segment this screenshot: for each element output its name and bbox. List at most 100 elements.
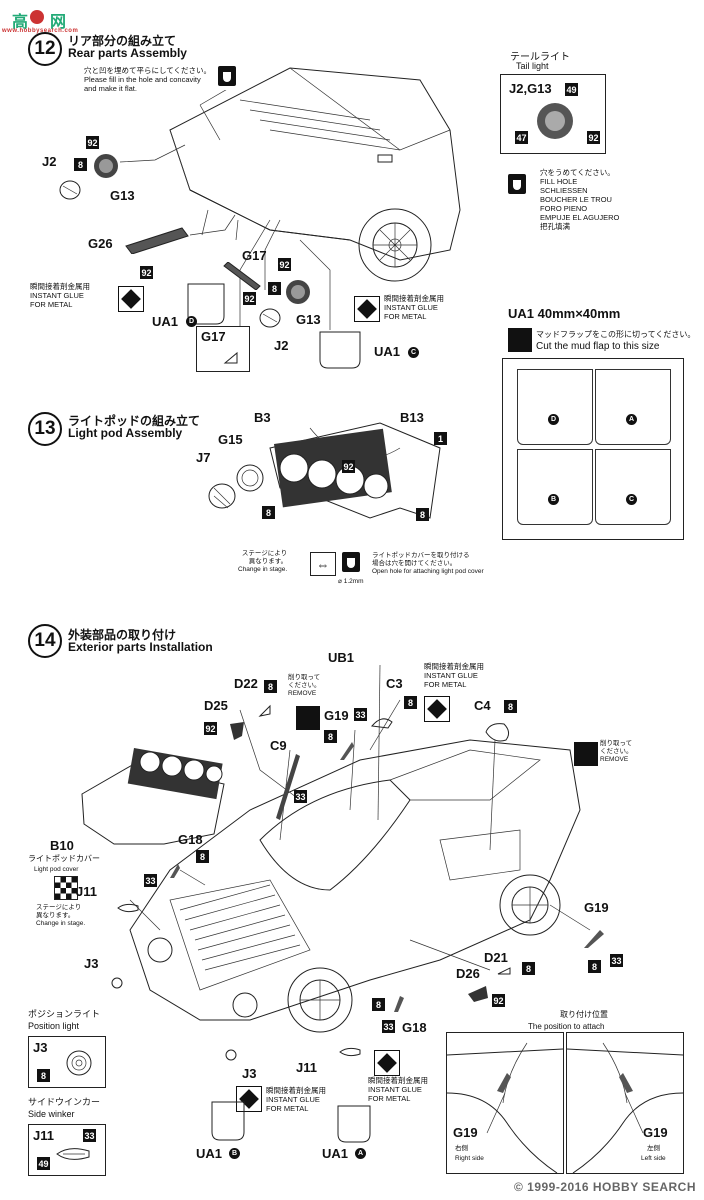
step-14-title-jp: 外装部品の取り付け: [68, 628, 177, 642]
s14-b33e: 33: [610, 954, 623, 967]
lightpod-cover-en: Light pod cover: [34, 866, 79, 873]
position-light-drawing: [66, 1050, 92, 1076]
ua1d-marker: D: [186, 316, 197, 327]
part-g19b: G19: [584, 900, 609, 915]
glue-left: 瞬間接着剤金属用 INSTANT GLUE FOR METAL: [30, 282, 90, 309]
attach-en: The position to attach: [528, 1022, 605, 1031]
mudflap-c: [319, 331, 361, 369]
part-ua1b: UA1: [196, 1146, 223, 1161]
stage-note-13: ステージにより 異なります。 Change in stage.: [238, 550, 288, 573]
part-ua1a: UA1: [322, 1146, 349, 1161]
step12-leaders: [119, 90, 331, 330]
part-ub1: UB1: [328, 650, 355, 665]
cut-icon: [508, 328, 532, 352]
mudflap-jp: マッドフラップをこの形に切ってください。: [536, 330, 696, 339]
flap-c-label: C: [626, 494, 637, 505]
part-d26: D26: [456, 966, 480, 981]
mudflap-b-part: [211, 1101, 245, 1141]
s14-b8f: 8: [372, 998, 385, 1011]
side-winker-box: J11 33 49: [28, 1124, 106, 1176]
mudflap-title: UA1 40mm×40mm: [508, 306, 621, 321]
step-13-title-jp: ライトポッドの組み立て: [68, 414, 201, 428]
watermark-url: www.hobbysearch.com: [2, 28, 79, 34]
c4-mirror: [485, 723, 510, 742]
s14-b92b: 92: [492, 994, 505, 1007]
taillight-box: J2,G13 49 47 92: [500, 74, 606, 154]
fill-hole-icon: [218, 66, 236, 86]
lightpod-cover-jp: ライトポッドカバー: [28, 854, 100, 863]
side-winker-b33: 33: [83, 1129, 96, 1142]
attach-left-jp: 左側: [647, 1145, 660, 1152]
watermark-top: 高: [12, 14, 29, 31]
j3b-part: [225, 1049, 237, 1061]
flap-a-label: A: [626, 414, 637, 425]
position-light-badge: 8: [37, 1069, 50, 1082]
part-j2: J2: [42, 154, 57, 169]
light-pod-cover-drawing: [81, 748, 225, 845]
badge-92a: 92: [86, 136, 99, 149]
side-winker-en: Side winker: [28, 1109, 75, 1119]
car-front-drawing: [129, 739, 581, 1033]
s14-b33c: 33: [144, 874, 157, 887]
ua1c-marker: C: [408, 347, 419, 358]
s14-b8g: 8: [522, 962, 535, 975]
position-light-part: J3: [33, 1040, 48, 1055]
cover-note: ライトポッドカバーを取り付ける 場合は穴を開けてください。 Open hole …: [372, 552, 484, 575]
s14-b8b: 8: [324, 730, 337, 743]
side-winker-drawing: [56, 1148, 90, 1160]
step-14-number: 14: [28, 624, 62, 658]
part-j3b: J3: [242, 1066, 257, 1081]
position-light-box: J3 8: [28, 1036, 106, 1088]
watermark-top2: 网: [50, 14, 67, 31]
light-pod-drawing: [208, 422, 441, 519]
fill-hole-multilang: 穴をうめてください。 FILL HOLE SCHLIESSEN BOUCHER …: [540, 168, 620, 231]
s14-b8d: 8: [504, 700, 517, 713]
attach-left-box: G19 左側 Left side: [566, 1032, 684, 1174]
stage-note-14: ステージにより 異なります。 Change in stage.: [36, 904, 86, 927]
mudflap-a-part: [337, 1105, 371, 1143]
flap-b-label: B: [548, 494, 559, 505]
g17-strip: [223, 262, 261, 290]
glue-a-icon: [374, 1050, 400, 1076]
part-d21: D21: [484, 950, 508, 965]
side-winker-part: J11: [33, 1128, 54, 1143]
remove-icon-1: [296, 706, 320, 730]
fill-hole-icon-2: [508, 174, 526, 194]
position-light-jp: ポジションライト: [28, 1009, 101, 1019]
mudflap-template-box: D A B C: [502, 358, 684, 540]
glue-top: 瞬間接着剤金属用 INSTANT GLUE FOR METAL: [424, 662, 484, 689]
s14-b8c: 8: [404, 696, 417, 709]
c3-part: [371, 718, 393, 729]
step-13-number: 13: [28, 412, 62, 446]
step-12-title-jp: リア部分の組み立て: [68, 34, 177, 48]
taillight-b49: 49: [565, 83, 578, 96]
attach-jp: 取り付け位置: [560, 1010, 608, 1019]
ua1a-marker: A: [355, 1148, 366, 1159]
glue-left-icon: [118, 286, 144, 312]
remove-note-1: 削り取って ください。 REMOVE: [288, 674, 321, 697]
part-g17: G17: [242, 248, 267, 263]
flap-d-label: D: [548, 414, 559, 425]
s14-b92a: 92: [204, 722, 217, 735]
badge-92c: 92: [243, 292, 256, 305]
s14-b33a: 33: [354, 708, 367, 721]
part-g19a: G19: [324, 708, 349, 723]
glue-right-icon: [354, 296, 380, 322]
part-j3a: J3: [84, 956, 99, 971]
attach-left-part: G19: [643, 1125, 668, 1140]
g17-inset-shape: [223, 351, 238, 364]
taillight-drawing: [537, 103, 573, 139]
stage-icon-14: [54, 876, 78, 900]
attach-left-en: Left side: [641, 1155, 666, 1162]
s13-badge-92: 92: [342, 460, 355, 473]
g18b-part: [394, 996, 404, 1012]
s14-b8e: 8: [196, 850, 209, 863]
remove-icon-2: [574, 742, 598, 766]
part-j2b: J2: [274, 338, 289, 353]
position-light-en: Position light: [28, 1021, 80, 1031]
part-j7: J7: [196, 450, 211, 465]
part-c9: C9: [270, 738, 287, 753]
drill-hole-icon: [342, 552, 360, 572]
ua1b-marker: B: [229, 1148, 240, 1159]
step-12-number: 12: [28, 32, 62, 66]
